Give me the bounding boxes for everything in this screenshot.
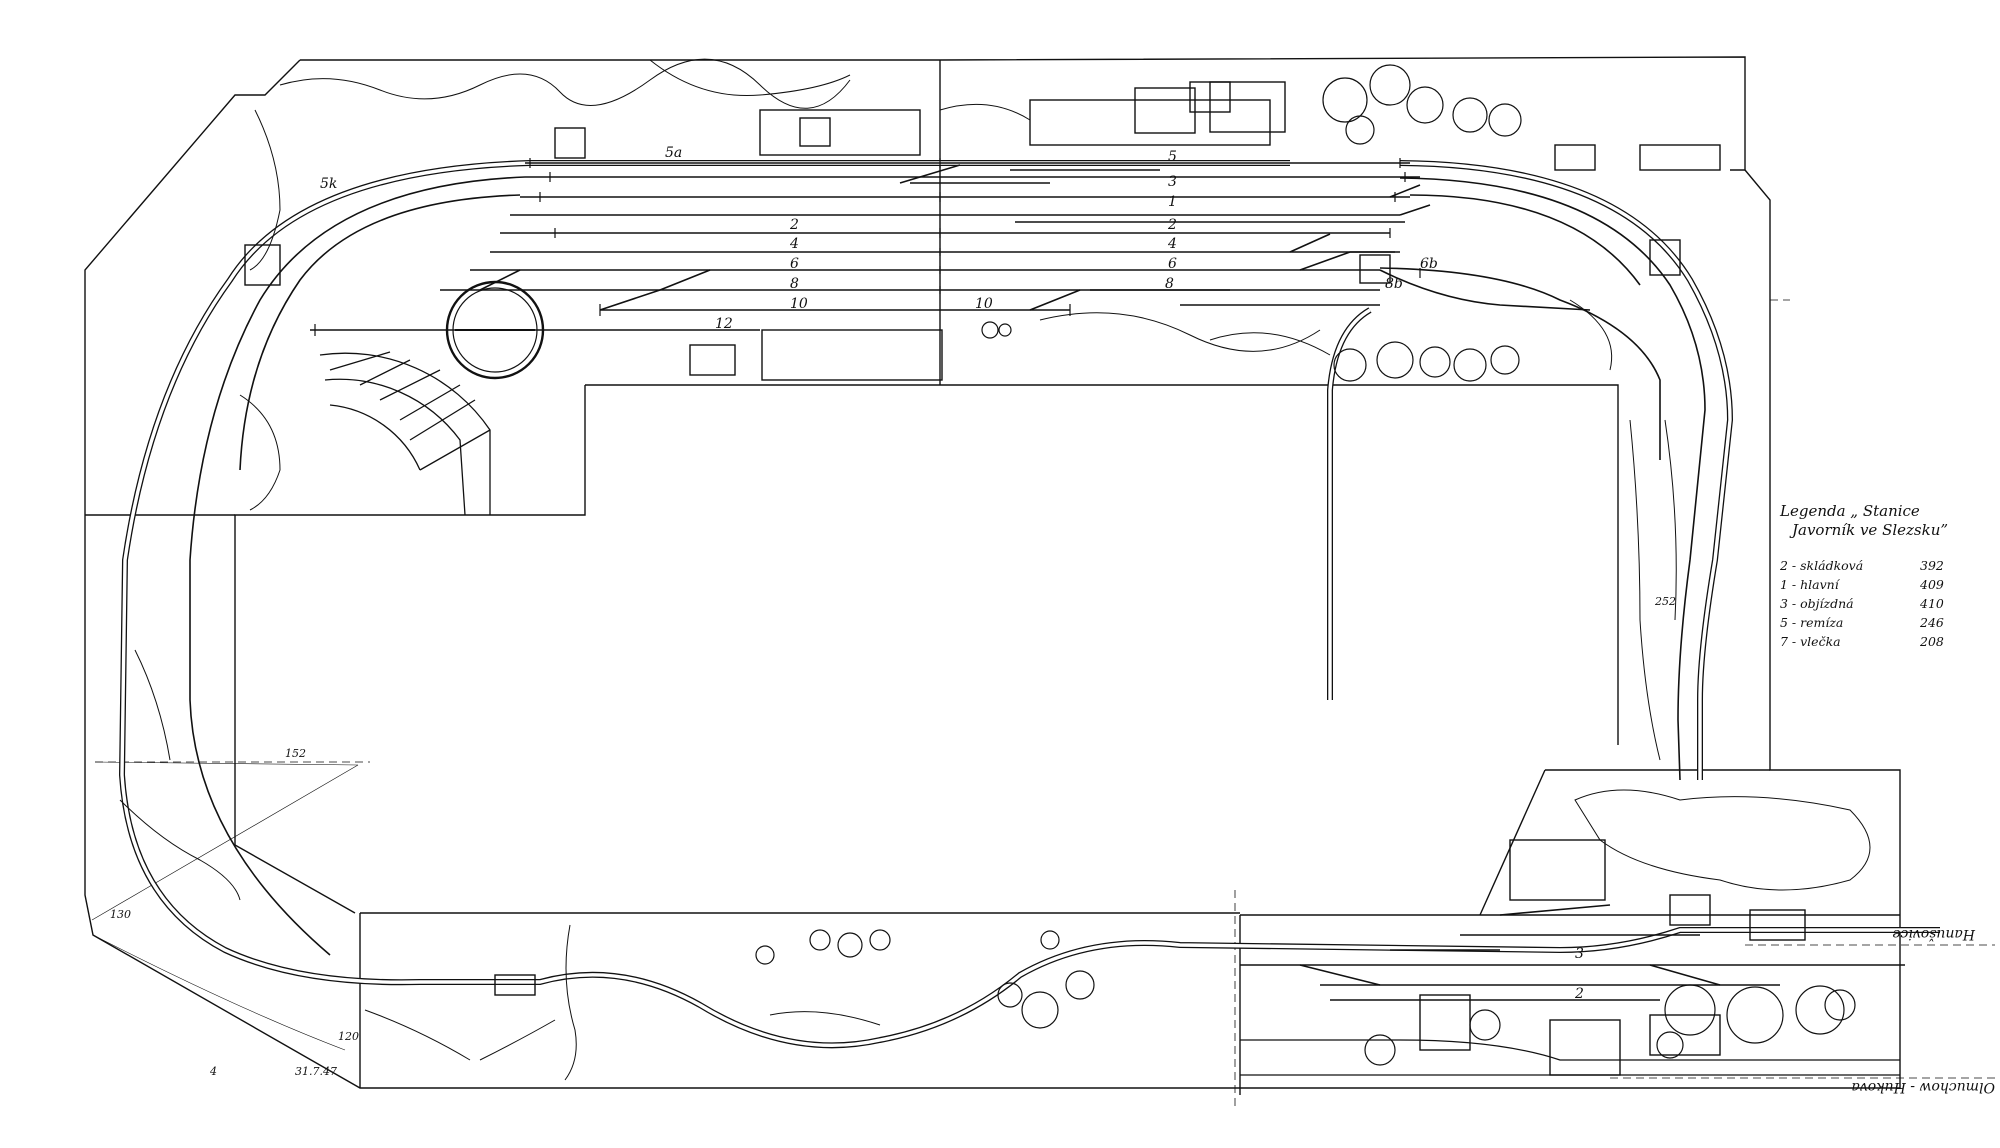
legend-track: 3 - objízdná	[1780, 596, 1854, 611]
dimension-labels: 152 130 120 252 4 31.7.47	[110, 595, 1676, 1078]
track-label-6b: 6b	[1420, 256, 1438, 272]
dimension-lines	[95, 299, 1995, 1110]
legend-subtitle: Javorník ve Slezsku”	[1792, 521, 1949, 539]
turntable	[445, 280, 545, 380]
track-label-5k: 5k	[320, 176, 337, 192]
lower-station-tracks	[1240, 904, 1905, 1001]
legend-title: Legenda „ Stanice	[1780, 502, 1920, 520]
track-label-4-right: 4	[1167, 236, 1177, 252]
roundhouse	[319, 351, 491, 516]
baseboard-outline	[84, 56, 1901, 1095]
track-label-5a: 5a	[665, 145, 682, 161]
station-tracks	[310, 162, 1431, 331]
dim-130: 130	[110, 908, 131, 921]
legend-length: 208	[1920, 634, 1944, 649]
drawing-date: 31.7.47	[295, 1065, 337, 1078]
track-label-8-left: 8	[790, 276, 799, 292]
track-label-8b: 8b	[1385, 276, 1403, 292]
legend-row: 2 - skládková 392	[1780, 556, 1990, 575]
track-label-2-left: 2	[789, 217, 799, 233]
track-label-6-right: 6	[1168, 256, 1177, 272]
track-label-12: 12	[715, 316, 733, 332]
dim-152: 152	[285, 747, 306, 760]
legend-track: 1 - hlavní	[1780, 577, 1839, 592]
place-olmuchow: Olmuchow - Hukova	[1851, 1079, 1995, 1095]
track-label-1: 1	[1168, 194, 1177, 210]
track-label-8-right: 8	[1165, 276, 1174, 292]
place-name-labels: Hanušovice Olmuchow - Hukova	[1851, 926, 1995, 1095]
inner-tracks	[189, 176, 1706, 956]
legend-row: 1 - hlavní 409	[1780, 575, 1990, 594]
track-ticks	[314, 158, 1421, 336]
track-label-6-left: 6	[790, 256, 799, 272]
dim-120: 120	[338, 1030, 359, 1043]
hedges-and-shrubs	[119, 58, 1871, 1081]
track-label-10-left: 10	[790, 296, 808, 312]
legend-track: 2 - skládková	[1780, 558, 1864, 573]
legend-length: 392	[1920, 558, 1944, 573]
legend-track: 7 - vlečka	[1780, 634, 1841, 649]
legend-row: 3 - objízdná 410	[1780, 594, 1990, 613]
dim-252: 252	[1654, 595, 1676, 608]
vegetation	[755, 64, 1856, 1066]
legend-row: 7 - vlečka 208	[1780, 632, 1990, 651]
legend-track: 5 - remíza	[1780, 615, 1844, 630]
legend: Legenda „ Stanice Javorník ve Slezsku” 2…	[1780, 502, 1990, 651]
dim-4: 4	[209, 1065, 217, 1078]
track-number-labels: 5a 5k 5 3 1 2 2 4 4 6 6 6b 8 8 8b 10 10 …	[320, 145, 1584, 1002]
main-loop-track	[118, 160, 1940, 1049]
legend-length: 410	[1920, 596, 1944, 611]
track-label-5: 5	[1168, 149, 1177, 165]
place-hanusovice: Hanušovice	[1892, 926, 1976, 942]
track-label-10-right: 10	[975, 296, 993, 312]
track-label-4-left: 4	[789, 236, 799, 252]
track-label-2-right: 2	[1167, 217, 1177, 233]
legend-length: 246	[1920, 615, 1944, 630]
road	[1240, 1039, 1900, 1076]
legend-length: 409	[1920, 577, 1944, 592]
construction-lines	[91, 761, 359, 1051]
legend-row: 5 - remíza 246	[1780, 613, 1990, 632]
buildings	[244, 81, 1806, 1076]
track-label-3: 3	[1168, 174, 1177, 190]
track-label-3-lower: 3	[1575, 946, 1584, 962]
track-label-2-lower: 2	[1574, 986, 1584, 1002]
